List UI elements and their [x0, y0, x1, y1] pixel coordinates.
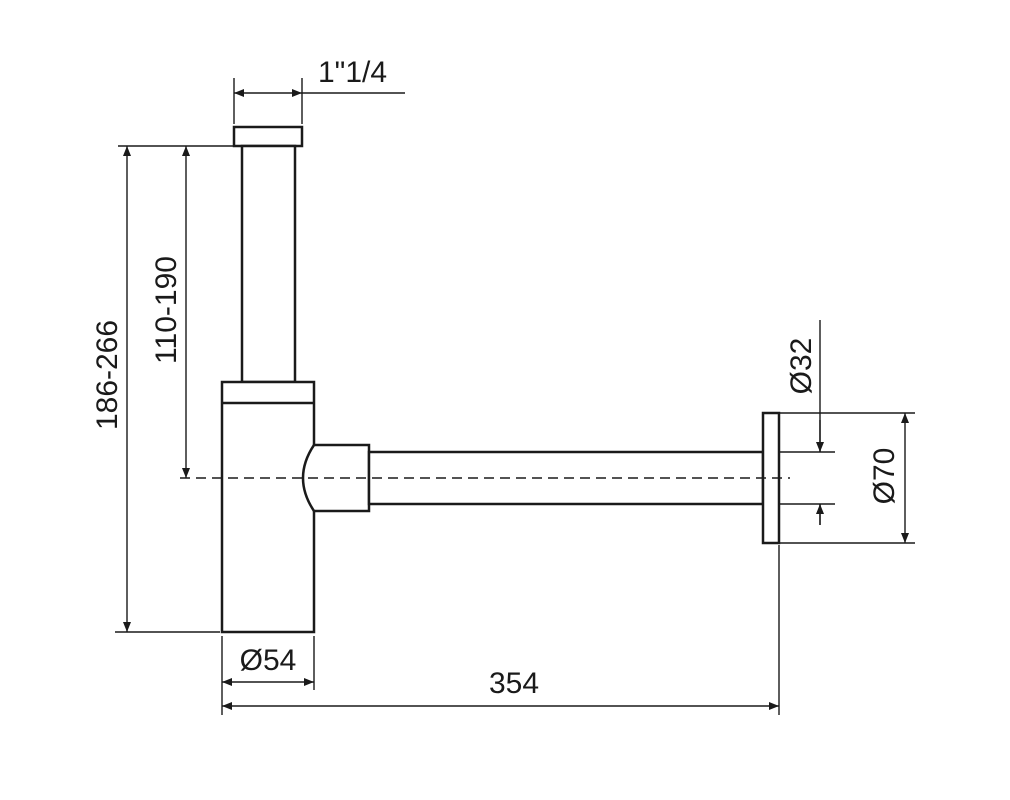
outlet-nut: [301, 443, 371, 513]
label-wall-flange-diameter: Ø70: [868, 448, 901, 505]
label-body-diameter: Ø54: [240, 644, 297, 677]
label-outlet-height: 110-190: [150, 256, 183, 364]
trap-parts: [220, 125, 781, 634]
label-outlet-pipe-diameter: Ø32: [785, 338, 818, 395]
label-overall-length: 354: [489, 667, 539, 700]
dimension-labels: 1"1/4 186-266 110-190 Ø32 Ø70 Ø54 354: [91, 56, 901, 700]
label-overall-height: 186-266: [91, 320, 124, 430]
label-tailpiece-thread: 1"1/4: [318, 56, 387, 89]
bottle-body: [220, 380, 316, 634]
dimension-lines: [123, 89, 909, 710]
tailpiece-cap: [232, 125, 304, 148]
tailpiece-tube: [240, 144, 297, 384]
